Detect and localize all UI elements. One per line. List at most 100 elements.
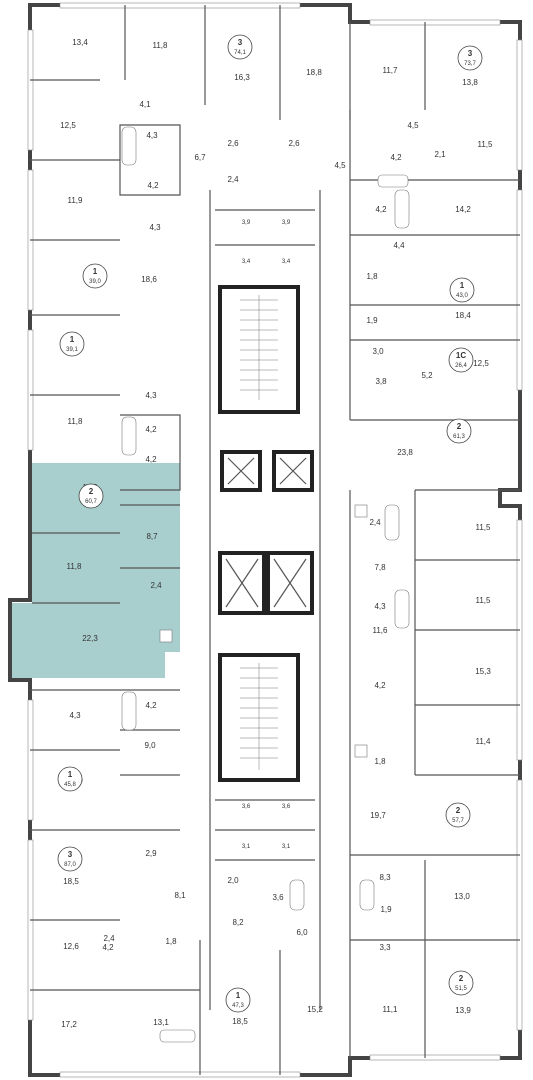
room-area-label: 4,2 xyxy=(374,681,386,690)
apartment-total-area: 39,0 xyxy=(89,279,101,285)
room-area-label: 4,2 xyxy=(102,943,114,952)
room-area-label: 16,3 xyxy=(234,73,250,82)
apartment-badge-circle xyxy=(445,802,471,828)
room-area-label: 11,5 xyxy=(478,140,494,149)
selected-apartment-fill[interactable] xyxy=(12,463,180,678)
room-area-label: 8,3 xyxy=(379,873,391,882)
apartment-badge[interactable]: 374,1 xyxy=(227,34,253,60)
apartment-badge[interactable]: 139,1 xyxy=(59,331,85,357)
apartment-room-count: 1С xyxy=(456,351,466,360)
apartment-total-area: 87,0 xyxy=(64,862,76,868)
room-area-label: 4,2 xyxy=(375,205,387,214)
room-area-label: 11,5 xyxy=(476,523,492,532)
apartment-badge[interactable]: 387,0 xyxy=(57,846,83,872)
room-area-label: 18,8 xyxy=(306,68,322,77)
room-area-label: 15,3 xyxy=(475,667,491,676)
apartment-room-count: 2 xyxy=(457,422,462,431)
room-area-label: 11,8 xyxy=(67,562,83,571)
room-area-label: 12,5 xyxy=(473,359,489,368)
room-area-label: 17,2 xyxy=(61,1020,77,1029)
apartment-badge[interactable]: 147,3 xyxy=(225,987,251,1013)
room-area-label: 18,6 xyxy=(141,275,157,284)
apartment-total-area: 39,1 xyxy=(66,347,78,353)
room-area-label: 1,9 xyxy=(366,316,378,325)
room-area-label: 2,4 xyxy=(103,934,115,943)
apartment-room-count: 1 xyxy=(93,267,98,276)
apartment-badge[interactable]: 257,7 xyxy=(445,802,471,828)
room-area-label: 11,7 xyxy=(383,66,399,75)
room-area-label: 2,4 xyxy=(150,581,162,590)
apartment-room-count: 3 xyxy=(68,850,73,859)
apartment-badge-circle xyxy=(225,987,251,1013)
apartment-room-count: 2 xyxy=(456,806,461,815)
room-area-label: 11,8 xyxy=(68,417,84,426)
apartment-badge[interactable]: 260,7 xyxy=(78,483,104,509)
room-area-label: 5,2 xyxy=(421,371,433,380)
room-area-label: 2,4 xyxy=(227,175,239,184)
room-area-label: 2,4 xyxy=(369,518,381,527)
apartment-room-count: 1 xyxy=(70,335,75,344)
core xyxy=(218,285,314,782)
room-area-label: 3,1 xyxy=(282,844,291,850)
room-area-label: 18,4 xyxy=(455,311,471,320)
apartment-badge[interactable]: 145,8 xyxy=(57,766,83,792)
apartment-badge[interactable]: 261,3 xyxy=(446,418,472,444)
apartment-total-area: 73,7 xyxy=(464,61,476,67)
room-area-label: 19,7 xyxy=(370,811,386,820)
room-area-label: 3,8 xyxy=(375,377,387,386)
room-area-label: 11,5 xyxy=(476,596,492,605)
apartment-badge[interactable]: 251,5 xyxy=(448,970,474,996)
room-area-label: 11,4 xyxy=(476,737,492,746)
apartment-room-count: 1 xyxy=(460,281,465,290)
room-area-label: 3,0 xyxy=(372,347,384,356)
room-area-label: 1,9 xyxy=(380,905,392,914)
room-area-label: 2,6 xyxy=(288,139,300,148)
apartment-badge-circle xyxy=(446,418,472,444)
apartment-badge-circle xyxy=(78,483,104,509)
apartment-badge-circle xyxy=(448,347,474,373)
room-area-label: 4,2 xyxy=(390,153,402,162)
room-area-label: 8,2 xyxy=(232,918,244,927)
room-area-label: 3,4 xyxy=(242,259,251,265)
apartment-badge[interactable]: 143,0 xyxy=(449,277,475,303)
room-area-label: 4,2 xyxy=(145,455,157,464)
room-area-label: 11,6 xyxy=(373,626,389,635)
room-area-label: 12,6 xyxy=(63,942,79,951)
room-area-label: 4,3 xyxy=(145,391,157,400)
apartment-badge-circle xyxy=(457,45,483,71)
apartment-badge-circle xyxy=(448,970,474,996)
room-area-label: 4,3 xyxy=(69,711,81,720)
room-area-label: 11,1 xyxy=(383,1005,399,1014)
room-area-label: 15,2 xyxy=(307,1005,323,1014)
room-area-label: 1,8 xyxy=(374,757,386,766)
room-area-label: 4,4 xyxy=(393,241,405,250)
apartment-total-area: 57,7 xyxy=(452,818,464,824)
room-area-label: 3,3 xyxy=(379,943,391,952)
room-area-label: 11,9 xyxy=(68,196,84,205)
room-area-label: 8,7 xyxy=(146,532,158,541)
apartment-badge[interactable]: 139,0 xyxy=(82,263,108,289)
room-area-label: 6,7 xyxy=(194,153,206,162)
apartment-total-area: 51,5 xyxy=(455,986,467,992)
apartment-total-area: 74,1 xyxy=(234,50,246,56)
apartment-room-count: 1 xyxy=(236,991,241,1000)
apartment-badge-circle xyxy=(59,331,85,357)
room-area-label: 4,2 xyxy=(147,181,159,190)
room-area-label: 12,5 xyxy=(60,121,76,130)
room-area-label: 11,8 xyxy=(153,41,169,50)
room-area-label: 1,8 xyxy=(366,272,378,281)
apartment-badge[interactable]: 373,7 xyxy=(457,45,483,71)
room-area-label: 2,6 xyxy=(227,139,239,148)
room-area-label: 3,9 xyxy=(282,220,291,226)
room-area-label: 4,3 xyxy=(149,223,161,232)
room-area-label: 3,9 xyxy=(242,220,251,226)
room-area-label: 4,3 xyxy=(374,602,386,611)
apartment-badge-circle xyxy=(57,766,83,792)
room-area-label: 4,2 xyxy=(145,425,157,434)
room-area-label: 2,1 xyxy=(434,150,446,159)
apartment-badge-circle xyxy=(57,846,83,872)
room-area-label: 13,8 xyxy=(462,78,478,87)
